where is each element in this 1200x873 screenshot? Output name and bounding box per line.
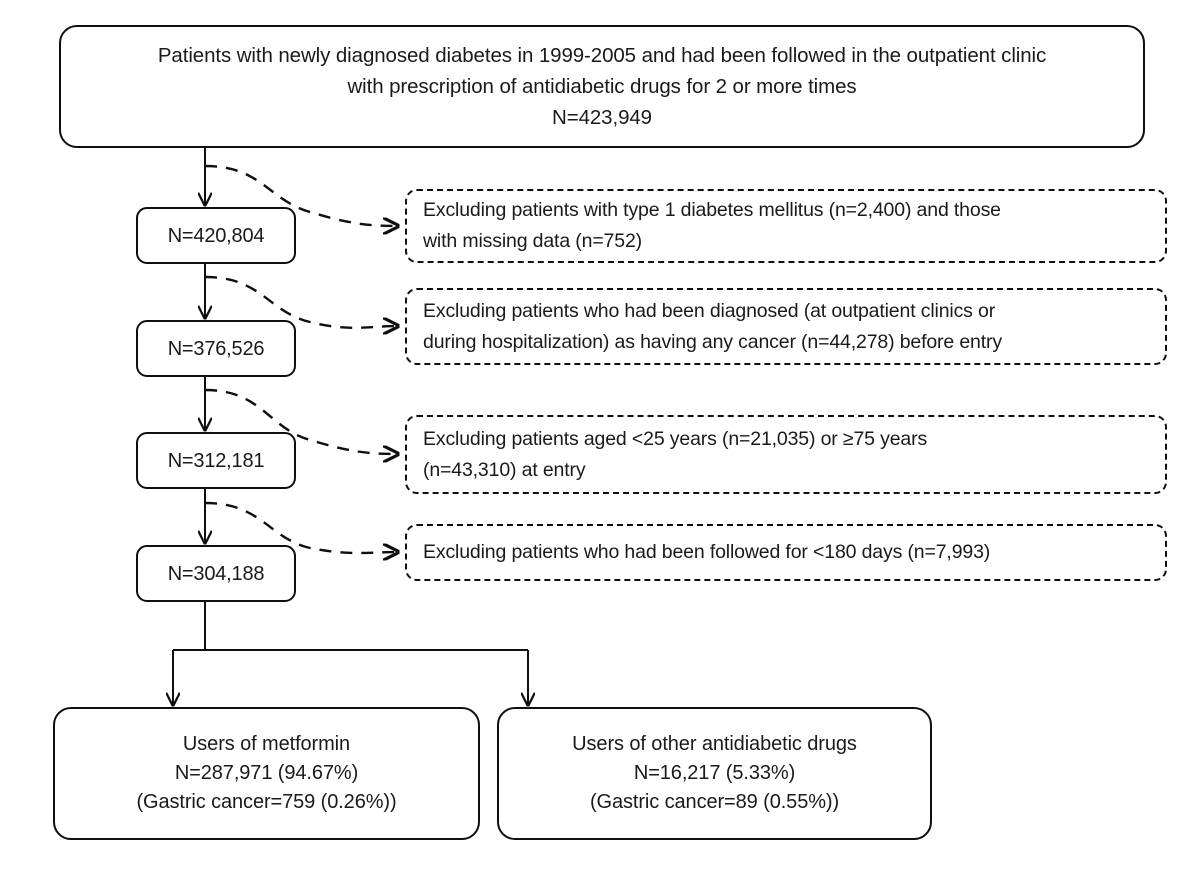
count-box-4: N=304,188 bbox=[136, 545, 296, 602]
source-cohort-text: Patients with newly diagnosed diabetes i… bbox=[157, 44, 1047, 129]
outcome-box-metformin-users-text: Users of metformin N=287,971 (94.67%) (G… bbox=[136, 733, 397, 813]
outcome-box-metformin-users: Users of metformin N=287,971 (94.67%) (G… bbox=[53, 707, 480, 840]
exclusion-box-3-text: Excluding patients aged <25 years (n=21,… bbox=[423, 427, 928, 481]
count-box-2-label: N=376,526 bbox=[167, 337, 265, 360]
exclusion-box-1: Excluding patients with type 1 diabetes … bbox=[405, 189, 1167, 263]
split-branch-connector bbox=[173, 602, 528, 705]
count-box-1: N=420,804 bbox=[136, 207, 296, 264]
count-box-3-label: N=312,181 bbox=[167, 449, 265, 472]
outcome-box-other-drug-users: Users of other antidiabetic drugs N=16,2… bbox=[497, 707, 932, 840]
count-box-2: N=376,526 bbox=[136, 320, 296, 377]
exclusion-box-1-text: Excluding patients with type 1 diabetes … bbox=[423, 199, 1001, 252]
exclusion-box-3: Excluding patients aged <25 years (n=21,… bbox=[405, 415, 1167, 494]
outcome-box-other-drug-users-text: Users of other antidiabetic drugs N=16,2… bbox=[572, 733, 857, 813]
exclusion-box-4: Excluding patients who had been followed… bbox=[405, 524, 1167, 581]
exclusion-box-4-text: Excluding patients who had been followed… bbox=[423, 541, 991, 563]
count-box-3: N=312,181 bbox=[136, 432, 296, 489]
count-box-4-label: N=304,188 bbox=[167, 562, 265, 585]
source-cohort-box: Patients with newly diagnosed diabetes i… bbox=[59, 25, 1145, 148]
count-box-1-label: N=420,804 bbox=[167, 224, 265, 247]
exclusion-box-2: Excluding patients who had been diagnose… bbox=[405, 288, 1167, 365]
exclusion-box-2-text: Excluding patients who had been diagnose… bbox=[423, 299, 1002, 353]
